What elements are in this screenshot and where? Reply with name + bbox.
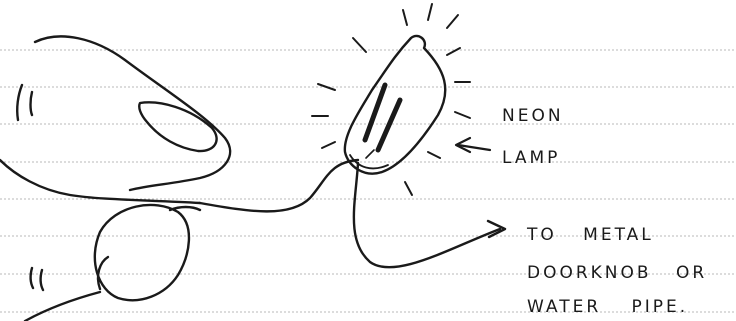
neon-label: NEON — [502, 108, 564, 125]
lamp-label: LAMP — [502, 150, 560, 167]
lamp-pointer-arrow — [456, 138, 490, 152]
doorknob-label: DOORKNOB OR — [527, 265, 707, 282]
metal-label: TO METAL — [527, 227, 654, 244]
water-pipe-label: WATER PIPE. — [527, 299, 688, 316]
thumb-drawing — [25, 205, 200, 321]
lamp-wires — [200, 160, 505, 267]
finger-drawing — [0, 36, 230, 203]
